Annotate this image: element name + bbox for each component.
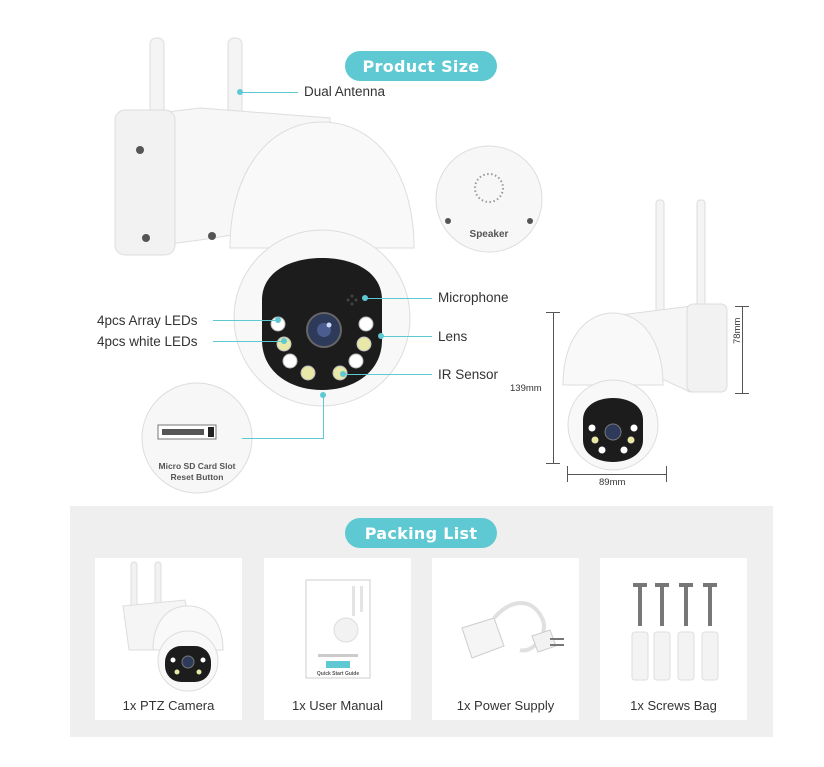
ir-sensor-label: IR Sensor <box>438 367 499 382</box>
array-leds-label: 4pcs Array LEDs <box>97 313 198 328</box>
height-dimension-label: 139mm <box>510 383 542 394</box>
sd-slot-label: Micro SD Card Slot Reset Button <box>158 461 236 482</box>
microphone-label: Microphone <box>438 290 509 305</box>
packing-item-manual: Quick Start Guide 1x User Manual <box>264 558 411 720</box>
packing-item-label: 1x Screws Bag <box>630 698 717 713</box>
packing-list-title: Packing List <box>345 518 497 548</box>
product-size-title: Product Size <box>345 51 497 81</box>
screws-bag-icon <box>631 583 719 681</box>
dual-antenna-label: Dual Antenna <box>304 84 386 99</box>
packing-item-label: 1x User Manual <box>291 698 384 713</box>
packing-item-camera: 1x PTZ Camera <box>95 558 242 720</box>
width-dimension-label: 89mm <box>599 477 626 488</box>
speaker-label: Speaker <box>469 229 509 240</box>
power-supply-icon <box>461 601 564 659</box>
depth-dimension-label: 78mm <box>732 317 743 344</box>
user-manual-icon <box>305 579 371 679</box>
white-leds-label: 4pcs white LEDs <box>97 334 198 349</box>
ptz-camera-icon <box>122 561 224 692</box>
packing-item-power: 1x Power Supply <box>432 558 579 720</box>
manual-caption: Quick Start Guide <box>316 671 360 677</box>
packing-item-label: 1x PTZ Camera <box>122 698 215 713</box>
packing-item-label: 1x Power Supply <box>456 698 555 713</box>
lens-label: Lens <box>438 329 468 344</box>
packing-item-screws: 1x Screws Bag <box>600 558 747 720</box>
